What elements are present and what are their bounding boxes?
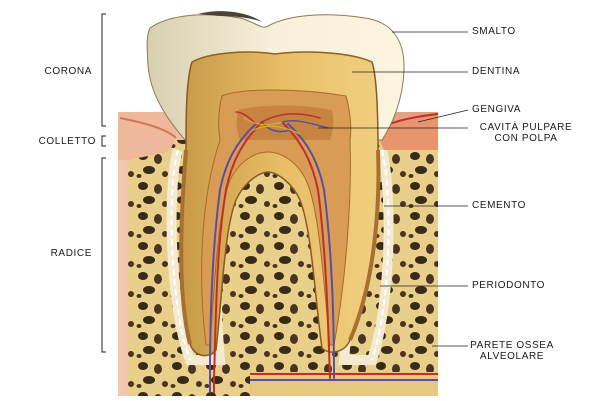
label-radice: RADICE (14, 248, 92, 259)
label-gengiva: GENGIVA (472, 104, 521, 115)
label-cavita-line2: CON POLPA (462, 133, 590, 144)
label-periodonto: PERIODONTO (472, 280, 545, 291)
label-corona: CORONA (14, 66, 92, 77)
label-parete-ossea: PARETE OSSEA ALVEOLARE (462, 340, 562, 362)
label-dentina: DENTINA (472, 66, 520, 77)
label-smalto: SMALTO (472, 26, 516, 37)
label-parete-line1: PARETE OSSEA (462, 340, 562, 351)
label-cavita-line1: CAVITÀ PULPARE (462, 122, 590, 133)
label-colletto: COLLETTO (6, 136, 96, 147)
label-cemento: CEMENTO (472, 200, 526, 211)
left-brackets (102, 14, 106, 352)
label-cavita-pulpare: CAVITÀ PULPARE CON POLPA (462, 122, 590, 144)
label-parete-line2: ALVEOLARE (462, 351, 562, 362)
